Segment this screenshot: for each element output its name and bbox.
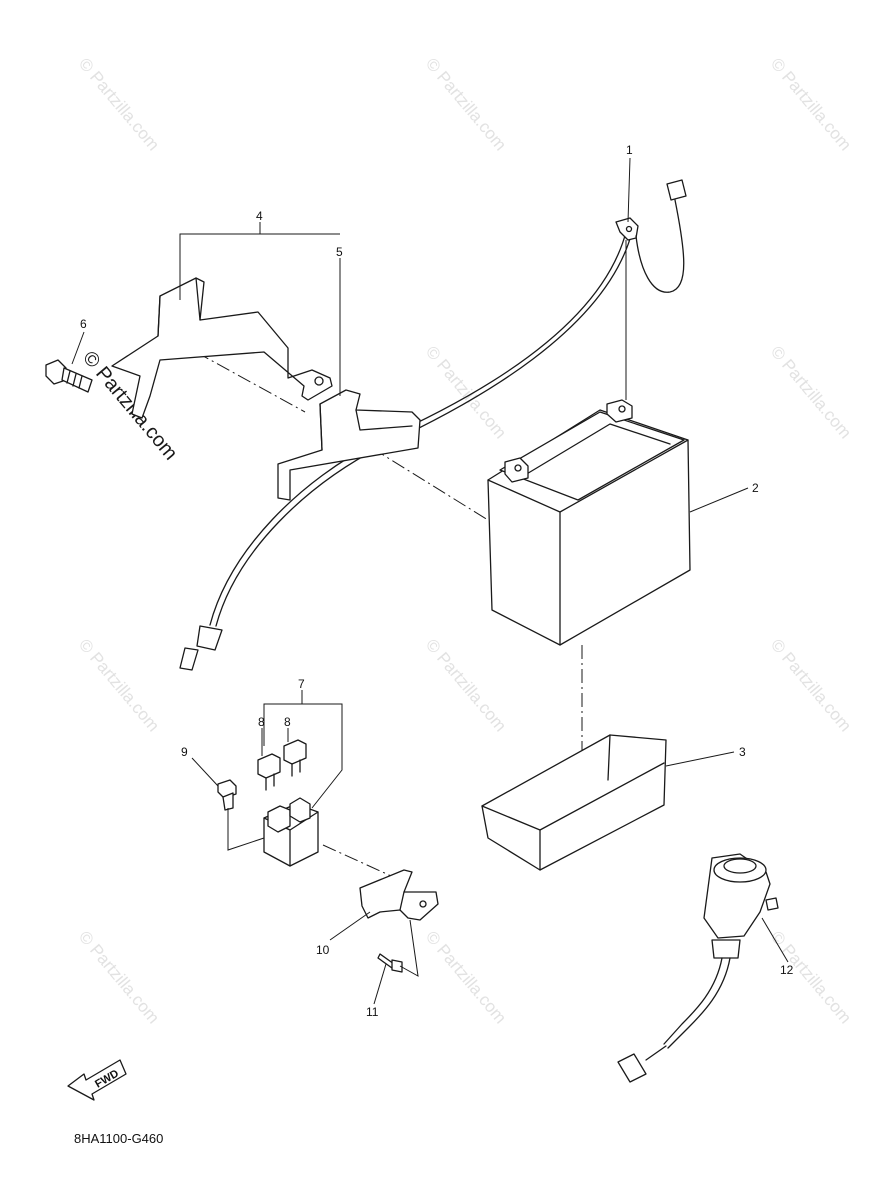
callout-2: 2 bbox=[752, 481, 759, 495]
fuse-right bbox=[283, 739, 307, 777]
battery-bracket bbox=[111, 277, 333, 419]
battery bbox=[487, 399, 691, 646]
watermark-text: © Partzilla.com bbox=[767, 635, 855, 735]
relay-bracket bbox=[359, 869, 439, 921]
callout-5: 5 bbox=[336, 245, 343, 259]
callout-11: 11 bbox=[366, 1005, 379, 1019]
diagram-code: 8HA1100-G460 bbox=[74, 1131, 163, 1146]
watermark-text: © Partzilla.com bbox=[767, 54, 855, 154]
starter-relay bbox=[263, 797, 319, 867]
callout-3: 3 bbox=[739, 745, 746, 759]
callout-8b: 8 bbox=[284, 715, 291, 729]
callout-1: 1 bbox=[626, 143, 633, 157]
rivet-11 bbox=[377, 953, 403, 973]
watermark-text: © Partzilla.com bbox=[767, 927, 855, 1027]
leader-lines bbox=[71, 157, 789, 1005]
callout-7: 7 bbox=[298, 677, 305, 691]
fwd-label: FWD bbox=[93, 1068, 121, 1091]
watermark-text: © Partzilla.com bbox=[422, 342, 510, 442]
callout-10: 10 bbox=[316, 943, 330, 957]
watermark-text: © Partzilla.com bbox=[75, 635, 163, 735]
power-socket bbox=[617, 853, 779, 1083]
callout-8a: 8 bbox=[258, 715, 265, 729]
watermark-text: © Partzilla.com bbox=[422, 927, 510, 1027]
callout-9: 9 bbox=[181, 745, 188, 759]
watermark-text: © Partzilla.com bbox=[422, 54, 510, 154]
bolt-6 bbox=[45, 359, 93, 393]
callout-labels: 1 2 3 4 5 6 7 8 8 9 10 11 12 bbox=[80, 143, 794, 1019]
callout-12: 12 bbox=[780, 963, 794, 977]
watermark-text: © Partzilla.com bbox=[422, 635, 510, 735]
battery-tray bbox=[481, 734, 667, 871]
fuse-left bbox=[257, 753, 281, 791]
callout-6: 6 bbox=[80, 317, 87, 331]
watermark-text: © Partzilla.com bbox=[75, 927, 163, 1027]
watermark-text: © Partzilla.com bbox=[767, 342, 855, 442]
fwd-arrow: FWD bbox=[67, 1059, 127, 1101]
callout-4: 4 bbox=[256, 209, 263, 223]
watermark-text: © Partzilla.com bbox=[75, 54, 163, 154]
battery-damper bbox=[277, 389, 421, 501]
screw-9 bbox=[217, 779, 237, 811]
